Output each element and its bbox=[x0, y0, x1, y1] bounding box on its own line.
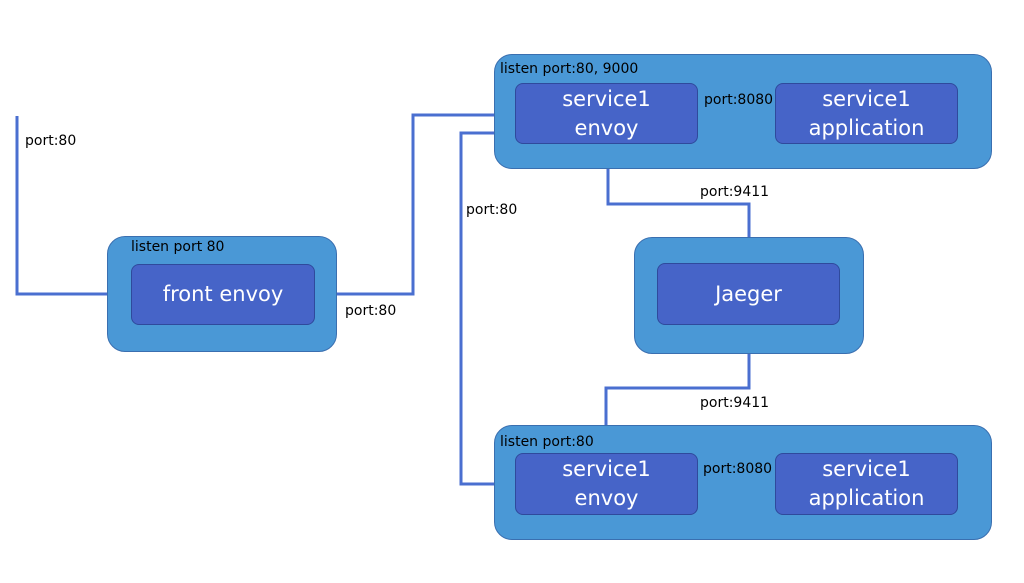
service1-bottom-app-label-line1: service1 bbox=[822, 457, 911, 481]
service1-top-app-label-line2: application bbox=[808, 115, 925, 140]
service1-top-app-label-line1: service1 bbox=[822, 86, 911, 111]
service1-bottom-envoy-label-line1: service1 bbox=[562, 457, 651, 481]
edge-label-top-envoy-to-app: port:8080 bbox=[704, 92, 774, 108]
service1-bottom-envoy-node: service1 envoy bbox=[515, 453, 698, 515]
edge-ingress-to-front-envoy bbox=[15, 116, 132, 299]
front-envoy-label: front envoy bbox=[162, 282, 284, 306]
edge-label-ingress: port:80 bbox=[25, 133, 77, 149]
jaeger-label: Jaeger bbox=[715, 281, 782, 306]
service1-bottom-envoy-label-line2: envoy bbox=[574, 486, 639, 510]
edge-label-bottom-to-jaeger: port:9411 bbox=[700, 395, 770, 411]
service1-top-envoy-label-line1: service1 bbox=[562, 86, 651, 111]
edge-service1-top-envoy-to-service1-bottom-envoy bbox=[459, 131, 516, 489]
front-envoy-node: front envoy bbox=[131, 264, 315, 325]
service1-bottom-container-label: listen port:80 bbox=[500, 434, 594, 450]
edge-label-top-to-bottom: port:80 bbox=[466, 202, 518, 218]
edge-label-bottom-envoy-to-app: port:8080 bbox=[703, 461, 773, 477]
service1-top-container-label: listen port:80, 9000 bbox=[500, 61, 639, 77]
service1-top-envoy-node: service1 envoy bbox=[515, 83, 698, 144]
front-envoy-container-label: listen port 80 bbox=[131, 239, 225, 255]
service1-bottom-app-node: service1 application bbox=[775, 453, 958, 515]
edge-bottom-envoy-to-jaeger bbox=[604, 325, 754, 453]
jaeger-node: Jaeger bbox=[657, 263, 840, 325]
service1-bottom-app-label-line2: application bbox=[808, 486, 925, 510]
edge-label-front-to-service: port:80 bbox=[345, 303, 397, 319]
service1-top-app-node: service1 application bbox=[775, 83, 958, 144]
edge-top-envoy-to-jaeger bbox=[606, 144, 754, 263]
edge-label-top-to-jaeger: port:9411 bbox=[700, 184, 770, 200]
service1-top-envoy-label-line2: envoy bbox=[574, 115, 639, 140]
edge-front-envoy-to-service1-top-envoy bbox=[315, 110, 516, 296]
